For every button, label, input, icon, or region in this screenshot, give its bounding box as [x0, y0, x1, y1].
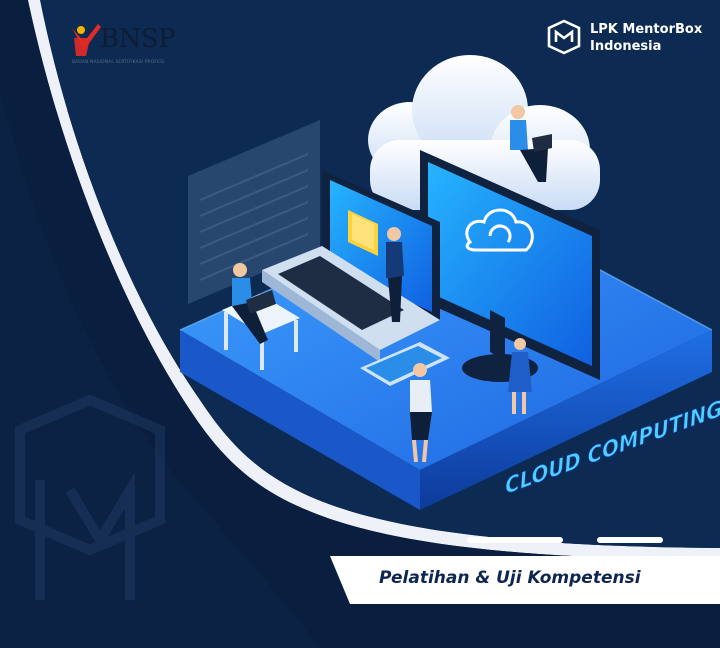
- bnsp-subtitle: BADAN NASIONAL SERTIFIKASI PROFESI: [72, 60, 165, 65]
- mentorbox-box-icon: [547, 19, 581, 55]
- bnsp-emblem-icon: [72, 24, 101, 56]
- lpk-name-line1: LPK MentorBox: [590, 22, 703, 37]
- cloud-computing-text: CLOUD COMPUTING: [504, 396, 720, 500]
- bnsp-name: BNSP: [100, 24, 176, 54]
- tagline: Pelatihan & Uji Kompetensi: [379, 568, 641, 588]
- bnsp-logo: BNSP BADAN NASIONAL SERTIFIKASI PROFESI: [68, 20, 218, 72]
- lpk-name-line2: Indonesia: [590, 39, 662, 54]
- lpk-mentorbox-logo: LPK MentorBox Indonesia: [546, 16, 718, 68]
